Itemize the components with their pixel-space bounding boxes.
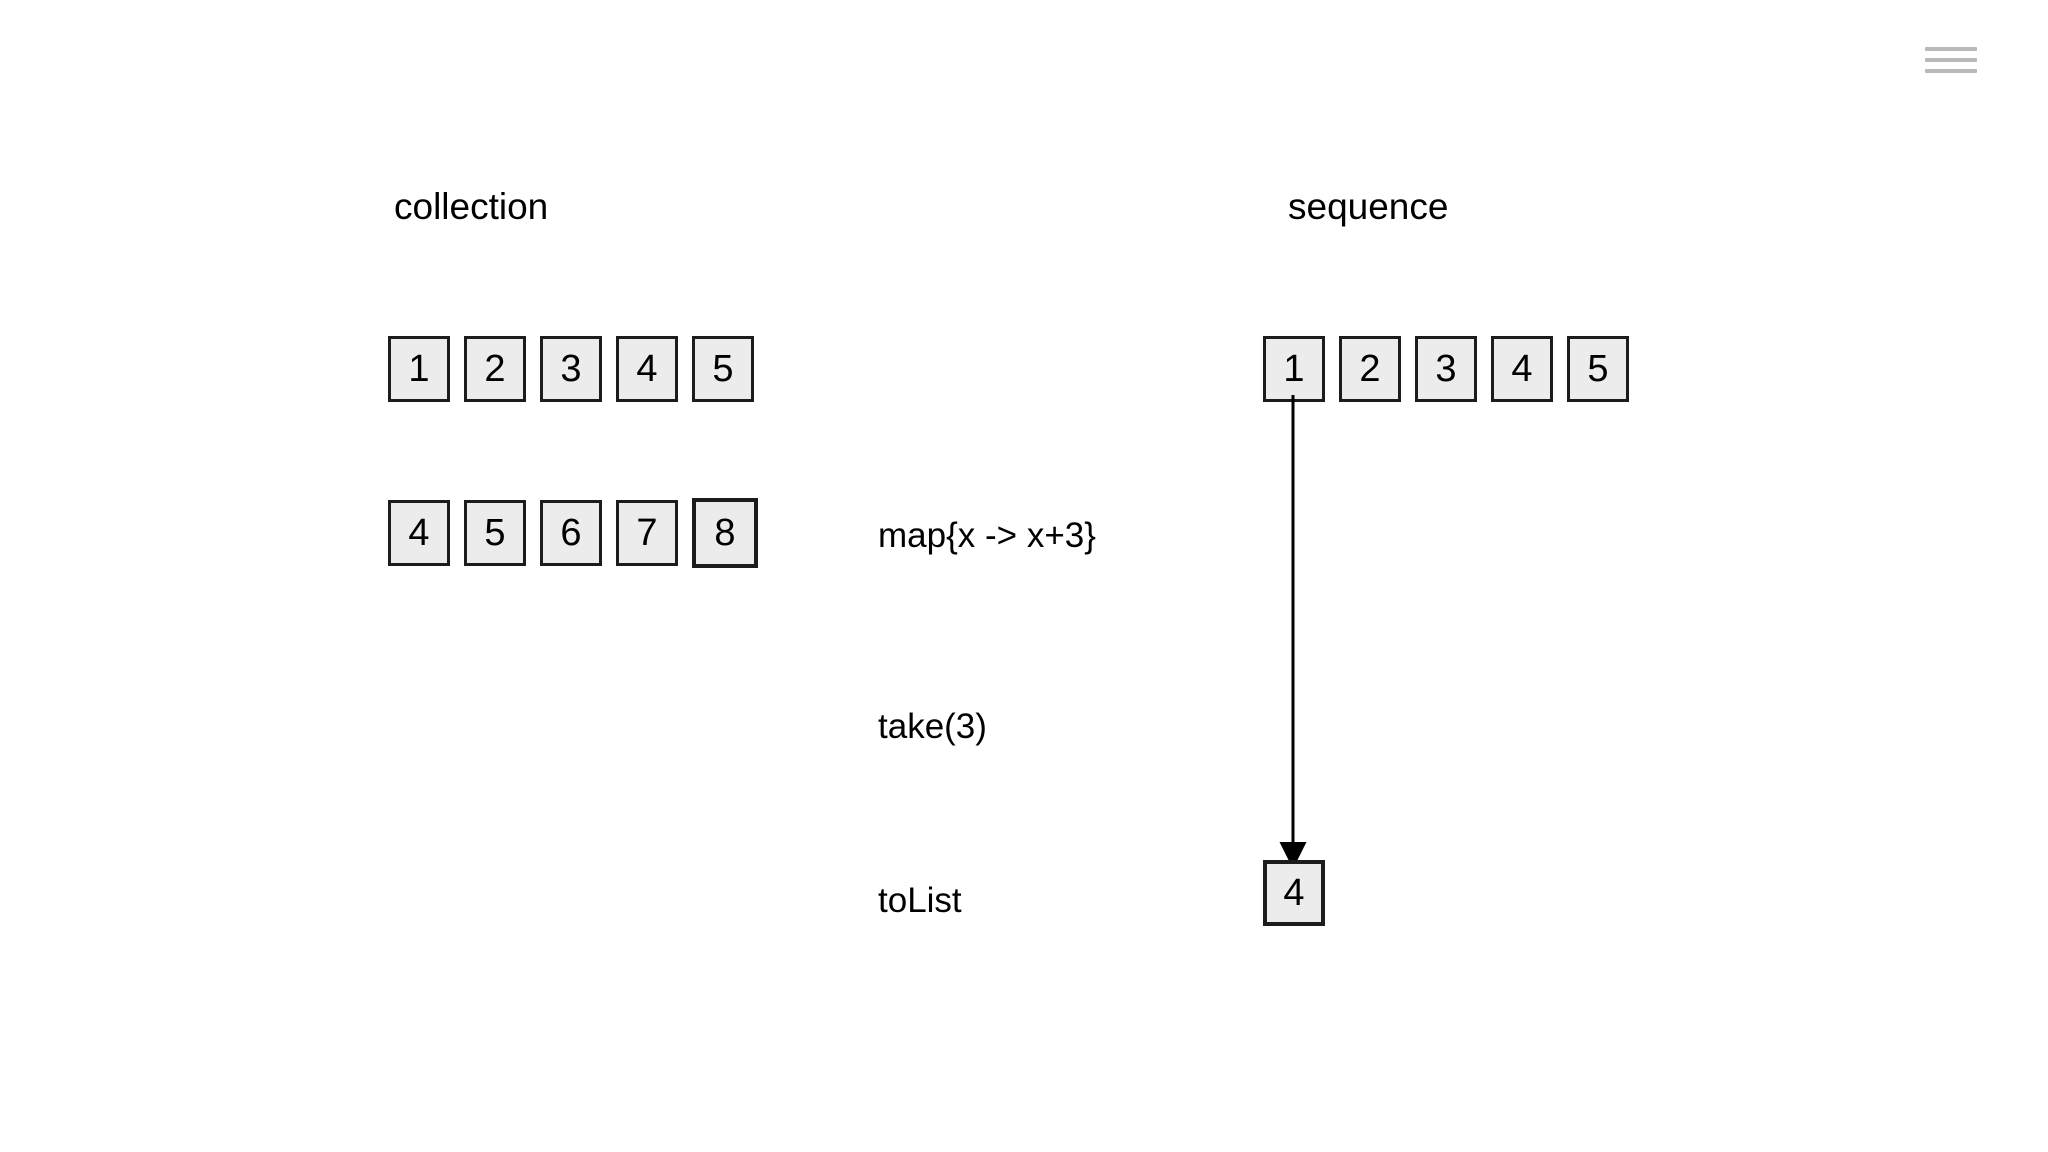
value-cell: 2 [464,336,526,402]
value-cell: 5 [692,336,754,402]
sequence-source-row: 1 2 3 4 5 [1263,336,1629,402]
value-cell: 3 [540,336,602,402]
value-cell: 4 [616,336,678,402]
column-title-collection: collection [394,186,549,227]
value-cell: 5 [1567,336,1629,402]
value-cell: 2 [1339,336,1401,402]
value-cell: 6 [540,500,602,566]
hamburger-bar-2 [1925,58,1977,62]
value-cell: 4 [388,500,450,566]
sequence-flow-arrow [1279,395,1307,869]
value-cell: 4 [1491,336,1553,402]
operation-label-take: take(3) [878,707,987,746]
operation-label-map: map{x -> x+3} [878,516,1096,555]
value-cell: 1 [388,336,450,402]
value-cell: 4 [1263,860,1325,926]
hamburger-bar-1 [1925,47,1977,51]
sequence-result-row: 4 [1263,860,1325,926]
value-cell: 5 [464,500,526,566]
collection-source-row: 1 2 3 4 5 [388,336,754,402]
value-cell: 7 [616,500,678,566]
operation-label-tolist: toList [878,881,962,920]
value-cell-emphasis: 8 [692,498,758,568]
collection-mapped-row: 4 5 6 7 8 [388,498,758,568]
value-cell: 1 [1263,336,1325,402]
value-cell: 3 [1415,336,1477,402]
column-title-sequence: sequence [1288,186,1449,227]
hamburger-menu-icon[interactable] [1925,44,1977,76]
hamburger-bar-3 [1925,69,1977,73]
